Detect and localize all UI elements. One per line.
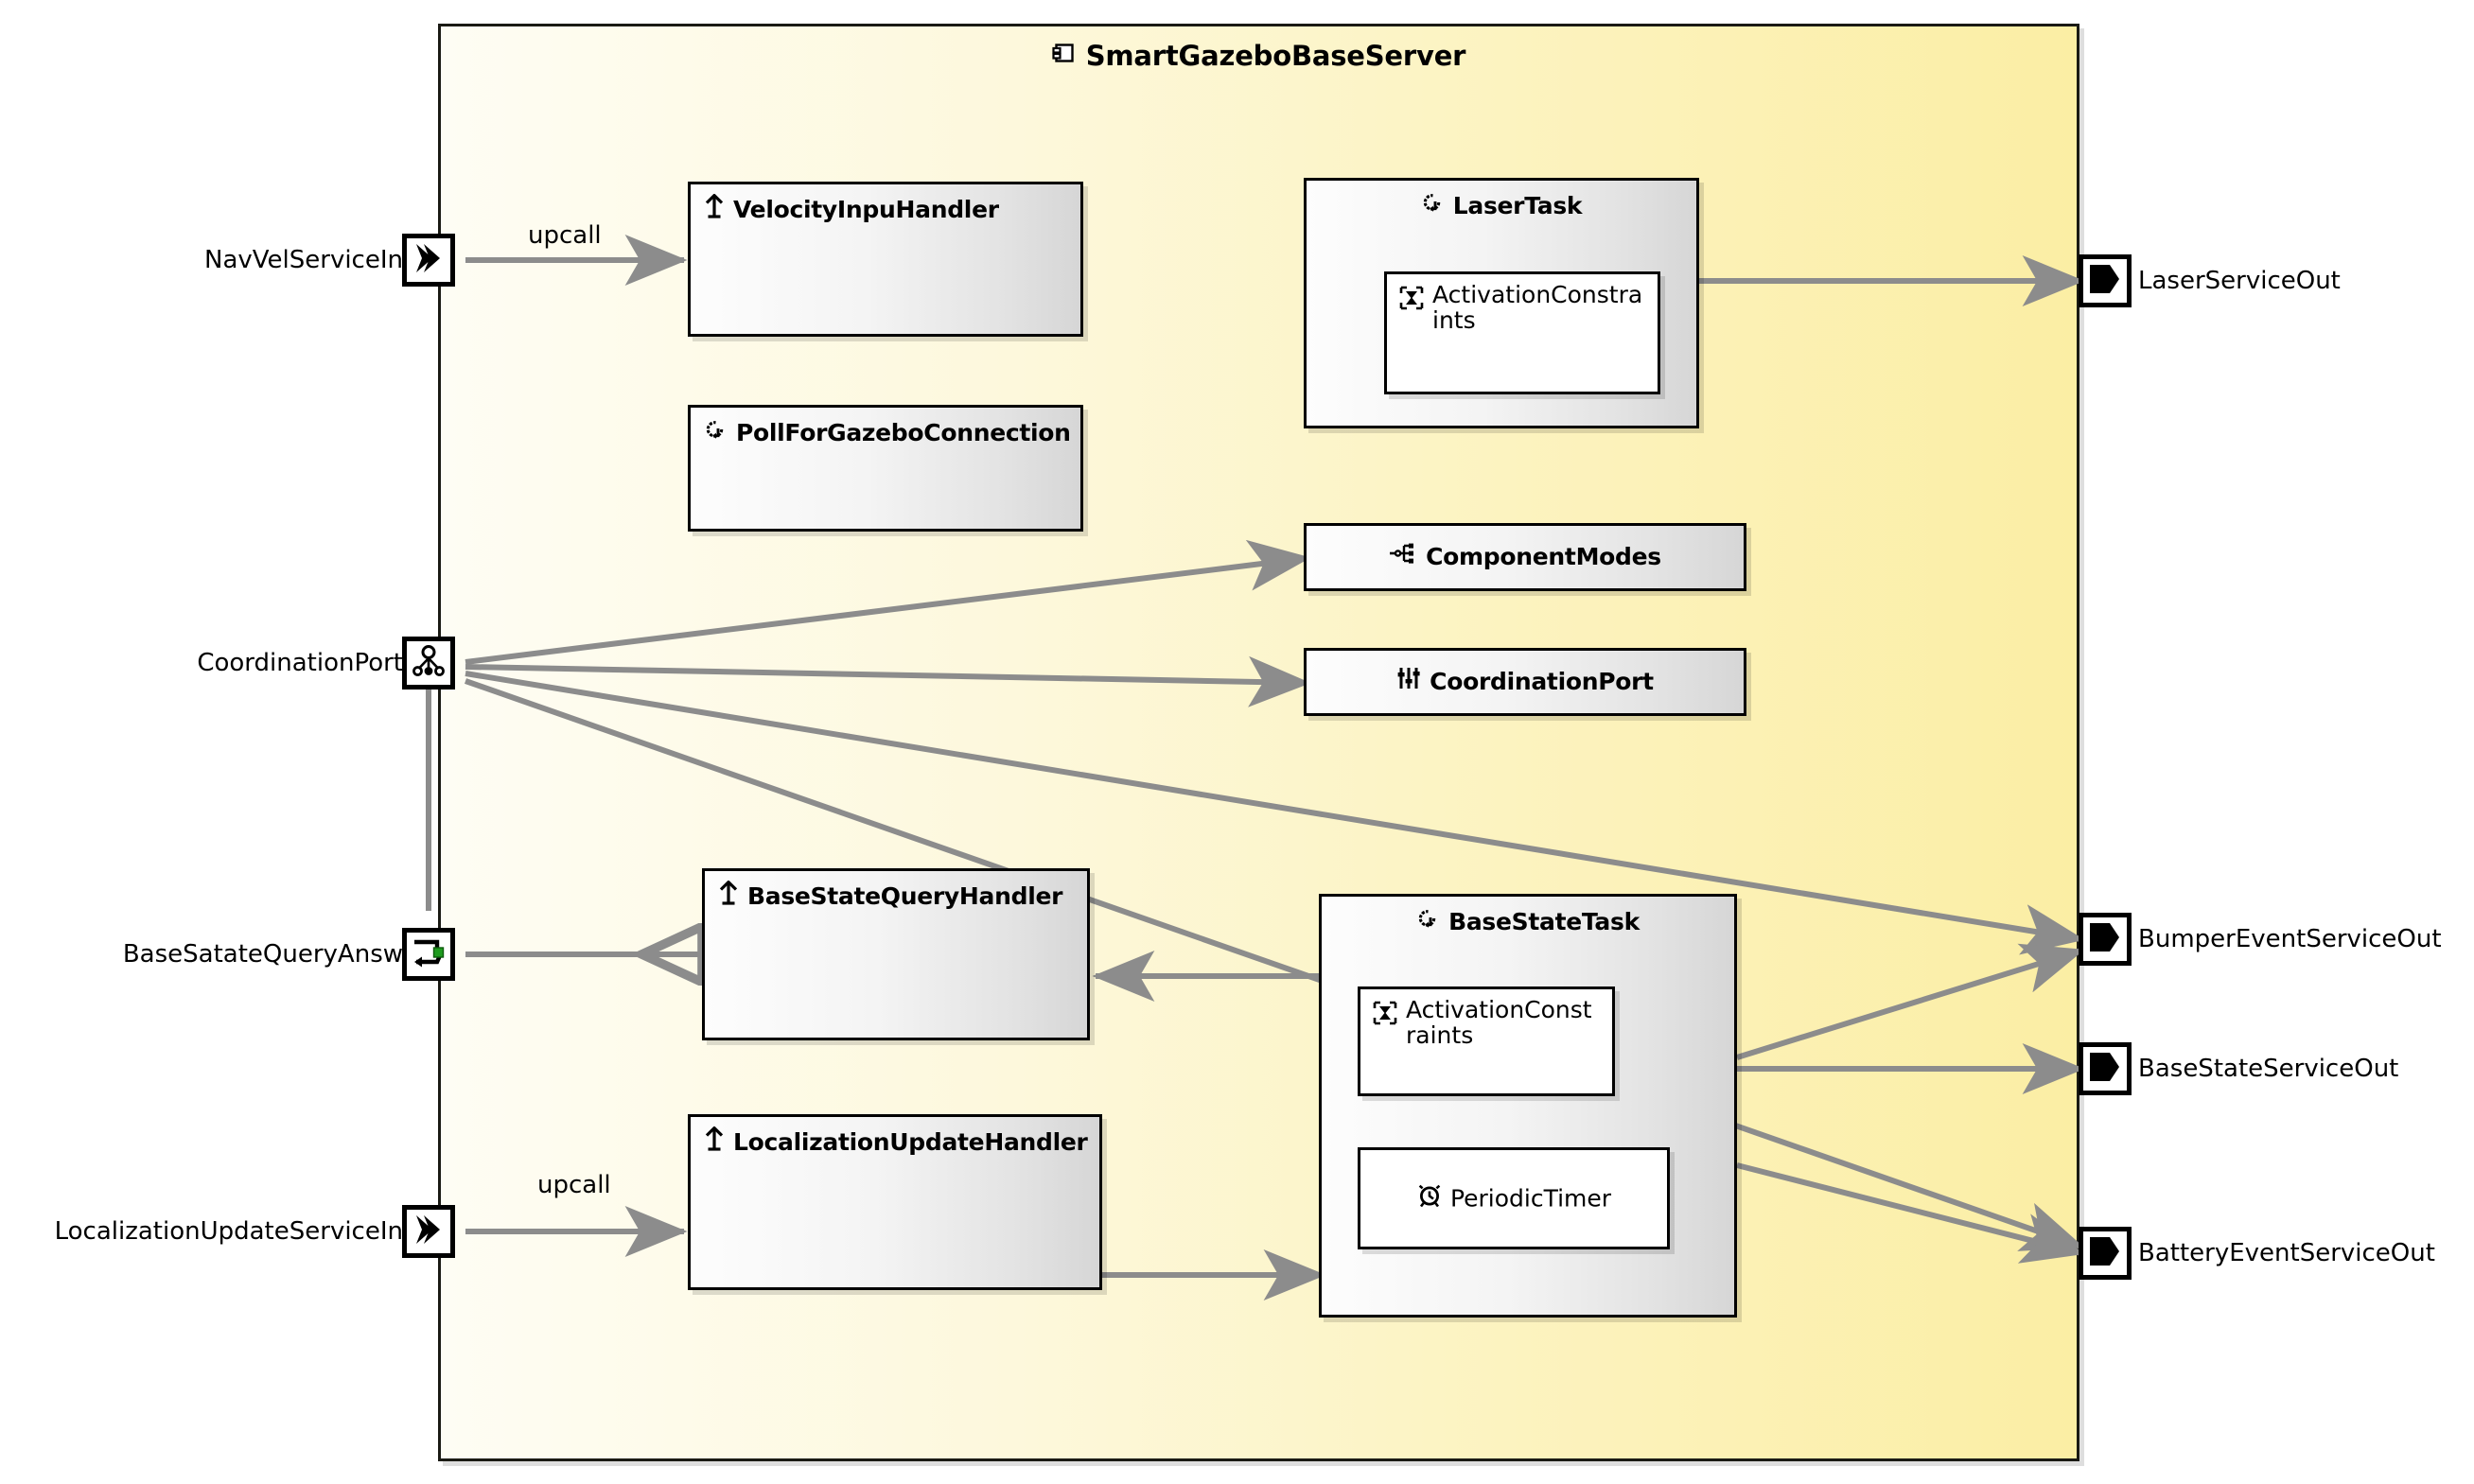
service-in-port-icon bbox=[412, 1213, 446, 1250]
subbox-label-row: PeriodicTimer bbox=[1360, 1183, 1667, 1214]
query-answer-port-icon bbox=[411, 934, 447, 974]
hourglass-icon bbox=[1372, 1000, 1398, 1031]
port-coordinationport[interactable]: CoordinationPort bbox=[197, 637, 455, 690]
port-bumpereventserviceout[interactable]: BumperEventServiceOut bbox=[2079, 913, 2442, 966]
handler-label: VelocityInpuHandler bbox=[733, 195, 999, 223]
port-batteryeventserviceout[interactable]: BatteryEventServiceOut bbox=[2079, 1227, 2435, 1280]
task-title-row: LaserTask bbox=[1307, 190, 1696, 220]
task-label: BaseStateTask bbox=[1448, 907, 1640, 935]
service-in-port-icon bbox=[412, 241, 446, 279]
task-cycle-icon bbox=[1421, 190, 1445, 220]
handler-label: LocalizationUpdateHandler bbox=[733, 1127, 1088, 1156]
handler-title-row: LocalizationUpdateHandler bbox=[691, 1126, 1099, 1157]
handler-label: PollForGazeboConnection bbox=[736, 418, 1071, 446]
task-cycle-icon bbox=[704, 417, 728, 447]
port-localizationupdateservicein[interactable]: LocalizationUpdateServiceIn bbox=[55, 1205, 455, 1258]
alarm-clock-icon bbox=[1416, 1183, 1443, 1214]
hourglass-icon bbox=[1398, 285, 1425, 316]
subbox-label-line2: ints bbox=[1432, 306, 1476, 334]
task-cycle-icon bbox=[1416, 906, 1440, 936]
coordination-port-icon bbox=[411, 643, 447, 683]
coordination-box-componentmodes[interactable]: ComponentModes bbox=[1304, 523, 1746, 591]
subbox-periodictimer[interactable]: PeriodicTimer bbox=[1358, 1147, 1670, 1249]
port-laserserviceout[interactable]: LaserServiceOut bbox=[2079, 254, 2341, 307]
component-smartgazebobaseserver: SmartGazeboBaseServer bbox=[438, 24, 2079, 1461]
edge-label-upcall-localization: upcall bbox=[537, 1171, 611, 1199]
subbox-label-line1: ActivationConst bbox=[1406, 996, 1592, 1023]
port-basestateserviceout[interactable]: BaseStateServiceOut bbox=[2079, 1042, 2398, 1095]
coordination-label: ComponentModes bbox=[1426, 542, 1661, 570]
subbox-label-row: ActivationConstra ints bbox=[1398, 282, 1652, 333]
task-title-row: BaseStateTask bbox=[1322, 906, 1734, 936]
task-box-basestatetask[interactable]: BaseStateTask ActivationConst raints bbox=[1319, 894, 1737, 1318]
handler-box-basestatequeryhandler[interactable]: BaseStateQueryHandler bbox=[702, 868, 1090, 1040]
subbox-label-line1: PeriodicTimer bbox=[1449, 1184, 1612, 1213]
port-navvelservicein[interactable]: NavVelServiceIn bbox=[204, 234, 455, 287]
component-modes-icon bbox=[1389, 542, 1417, 570]
handler-box-localizationupdatehandler[interactable]: LocalizationUpdateHandler bbox=[688, 1114, 1102, 1290]
port-label-navvelservicein: NavVelServiceIn bbox=[204, 246, 403, 274]
handler-title-row: BaseStateQueryHandler bbox=[705, 880, 1087, 911]
subbox-label-row: ActivationConst raints bbox=[1372, 997, 1606, 1048]
port-label-coordinationport: CoordinationPort bbox=[197, 649, 403, 677]
subbox-label-line1: ActivationConstra bbox=[1432, 281, 1643, 308]
handler-box-velocityinpuhandler[interactable]: VelocityInpuHandler bbox=[688, 182, 1083, 337]
service-out-port-icon bbox=[2087, 262, 2123, 300]
port-label-bumpereventserviceout: BumperEventServiceOut bbox=[2138, 925, 2442, 953]
coordination-label: CoordinationPort bbox=[1430, 667, 1654, 695]
port-basesatatequeryansw[interactable]: BaseSatateQueryAnsw bbox=[123, 928, 455, 981]
upcall-handler-icon bbox=[704, 1126, 725, 1157]
coordination-box-coordinationport[interactable]: CoordinationPort bbox=[1304, 648, 1746, 716]
subbox-activationconstraints[interactable]: ActivationConstra ints bbox=[1384, 271, 1660, 394]
service-out-port-icon bbox=[2087, 1050, 2123, 1088]
handler-label: BaseStateQueryHandler bbox=[747, 882, 1063, 910]
upcall-handler-icon bbox=[704, 193, 725, 224]
port-label-basestateserviceout: BaseStateServiceOut bbox=[2138, 1055, 2399, 1083]
subbox-activationconstraints[interactable]: ActivationConst raints bbox=[1358, 986, 1615, 1096]
task-box-lasertask[interactable]: LaserTask ActivationConstra ints bbox=[1304, 178, 1699, 428]
component-title-label: SmartGazeboBaseServer bbox=[1085, 40, 1466, 72]
sliders-icon bbox=[1396, 666, 1421, 696]
task-label: LaserTask bbox=[1452, 191, 1583, 219]
upcall-handler-icon bbox=[718, 880, 739, 911]
edge-label-upcall-navvel: upcall bbox=[528, 221, 602, 250]
subbox-label-line2: raints bbox=[1406, 1021, 1474, 1049]
port-label-localizationupdateservicein: LocalizationUpdateServiceIn bbox=[54, 1217, 403, 1246]
coordination-title-row: ComponentModes bbox=[1307, 541, 1744, 570]
uml-component-icon bbox=[1052, 40, 1077, 72]
service-out-port-icon bbox=[2087, 1234, 2123, 1272]
handler-box-pollforgazeboconnection[interactable]: PollForGazeboConnection bbox=[688, 405, 1083, 532]
handler-title-row: PollForGazeboConnection bbox=[691, 417, 1080, 447]
coordination-title-row: CoordinationPort bbox=[1307, 666, 1744, 696]
component-title-row: SmartGazeboBaseServer bbox=[441, 40, 2077, 72]
port-label-basesatatequeryansw: BaseSatateQueryAnsw bbox=[122, 940, 403, 969]
port-label-laserserviceout: LaserServiceOut bbox=[2138, 267, 2341, 295]
service-out-port-icon bbox=[2087, 920, 2123, 958]
handler-title-row: VelocityInpuHandler bbox=[691, 193, 1080, 224]
port-label-batteryeventserviceout: BatteryEventServiceOut bbox=[2138, 1239, 2435, 1267]
